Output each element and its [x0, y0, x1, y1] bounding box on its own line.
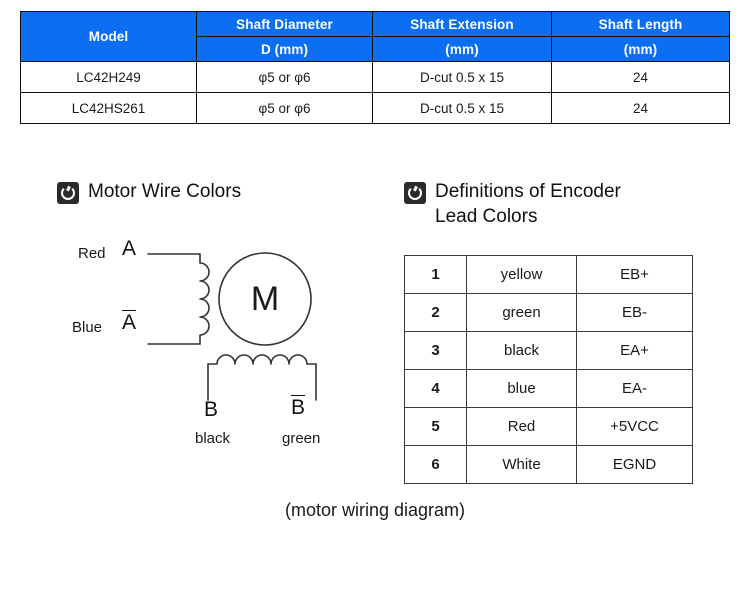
- phase-a-top-terminal-label: A: [122, 237, 137, 260]
- spec-subheader-length-unit: (mm): [551, 36, 730, 62]
- cell-extension: D-cut 0.5 x 15: [372, 92, 552, 124]
- table-row: LC42HS261 φ5 or φ6 D-cut 0.5 x 15 24: [20, 92, 730, 124]
- cell-model: LC42H249: [20, 61, 197, 93]
- encoder-cell-no: 2: [404, 293, 467, 332]
- phase-a-bottom-terminal-text: A: [122, 310, 137, 334]
- spec-header-shaft-extension: Shaft Extension: [372, 11, 552, 37]
- encoder-lead-colors-title: Definitions of Encoder Lead Colors: [435, 179, 621, 229]
- shaft-spec-table: Model Shaft Diameter Shaft Extension Sha…: [20, 11, 730, 124]
- encoder-cell-no: 3: [404, 331, 467, 370]
- cell-model: LC42HS261: [20, 92, 197, 124]
- encoder-cell-color: White: [466, 445, 577, 484]
- phase-b-left-terminal-label: B: [204, 398, 219, 421]
- encoder-cell-no: 4: [404, 369, 467, 408]
- wiring-schematic-svg: M: [147, 252, 317, 401]
- table-row: 2 green EB-: [404, 293, 693, 332]
- table-row: 3 black EA+: [404, 331, 693, 370]
- encoder-lead-colors-heading: Definitions of Encoder Lead Colors: [404, 179, 621, 229]
- table-row: 6 White EGND: [404, 445, 693, 484]
- encoder-cell-color: yellow: [466, 255, 577, 294]
- cell-length: 24: [551, 61, 730, 93]
- encoder-cell-no: 1: [404, 255, 467, 294]
- encoder-cell-color: Red: [466, 407, 577, 446]
- motor-wire-colors-heading: Motor Wire Colors: [57, 179, 241, 204]
- motor-body-circle: [218, 252, 312, 346]
- spec-header-shaft-diameter: Shaft Diameter: [196, 11, 373, 37]
- phase-b-right-terminal-text: B: [291, 395, 306, 419]
- table-row: LC42H249 φ5 or φ6 D-cut 0.5 x 15 24: [20, 61, 730, 93]
- target-ring-icon: [57, 182, 79, 204]
- phase-b-right-terminal-label: B: [291, 395, 306, 420]
- phase-b-left-wire-color-label: black: [195, 430, 231, 447]
- encoder-cell-no: 5: [404, 407, 467, 446]
- diagram-caption: (motor wiring diagram): [284, 500, 466, 520]
- encoder-cell-no: 6: [404, 445, 467, 484]
- table-row: 5 Red +5VCC: [404, 407, 693, 446]
- motor-wire-colors-title: Motor Wire Colors: [88, 181, 242, 202]
- encoder-cell-color: black: [466, 331, 577, 370]
- phase-a-bottom-terminal-label: A: [122, 310, 137, 335]
- motor-wiring-diagram: M Red A Blue A B B black green: [60, 232, 380, 462]
- spec-subheader-extension-unit: (mm): [372, 36, 552, 62]
- phase-a-bottom-wire-color-label: Blue: [72, 319, 103, 336]
- spec-header-row-1: Model Shaft Diameter Shaft Extension Sha…: [20, 11, 730, 62]
- spec-subheader-diameter-unit: D (mm): [196, 36, 373, 62]
- cell-extension: D-cut 0.5 x 15: [372, 61, 552, 93]
- encoder-cell-signal: +5VCC: [576, 407, 693, 446]
- spec-header-shaft-length: Shaft Length: [551, 11, 730, 37]
- encoder-cell-signal: EA+: [576, 331, 693, 370]
- encoder-title-line-2: Lead Colors: [435, 206, 538, 227]
- encoder-lead-colors-table: 1 yellow EB+ 2 green EB- 3 black EA+ 4 b…: [404, 255, 693, 484]
- phase-a-coil: [199, 253, 210, 345]
- cell-length: 24: [551, 92, 730, 124]
- table-row: 4 blue EA-: [404, 369, 693, 408]
- encoder-cell-color: green: [466, 293, 577, 332]
- phase-b-right-wire-color-label: green: [282, 430, 321, 447]
- cell-diameter: φ5 or φ6: [196, 61, 373, 93]
- motor-label-m: M: [251, 280, 279, 318]
- encoder-cell-signal: EGND: [576, 445, 693, 484]
- target-ring-icon: [404, 182, 426, 204]
- encoder-title-line-1: Definitions of Encoder: [435, 181, 621, 202]
- cell-diameter: φ5 or φ6: [196, 92, 373, 124]
- encoder-cell-signal: EB-: [576, 293, 693, 332]
- spec-header-row-2: D (mm) (mm) (mm): [21, 36, 730, 62]
- phase-b-coil: [207, 354, 317, 365]
- table-row: 1 yellow EB+: [404, 255, 693, 294]
- encoder-cell-signal: EA-: [576, 369, 693, 408]
- encoder-cell-color: blue: [466, 369, 577, 408]
- encoder-cell-signal: EB+: [576, 255, 693, 294]
- spec-header-model: Model: [20, 11, 197, 62]
- phase-a-top-wire-color-label: Red: [78, 245, 106, 262]
